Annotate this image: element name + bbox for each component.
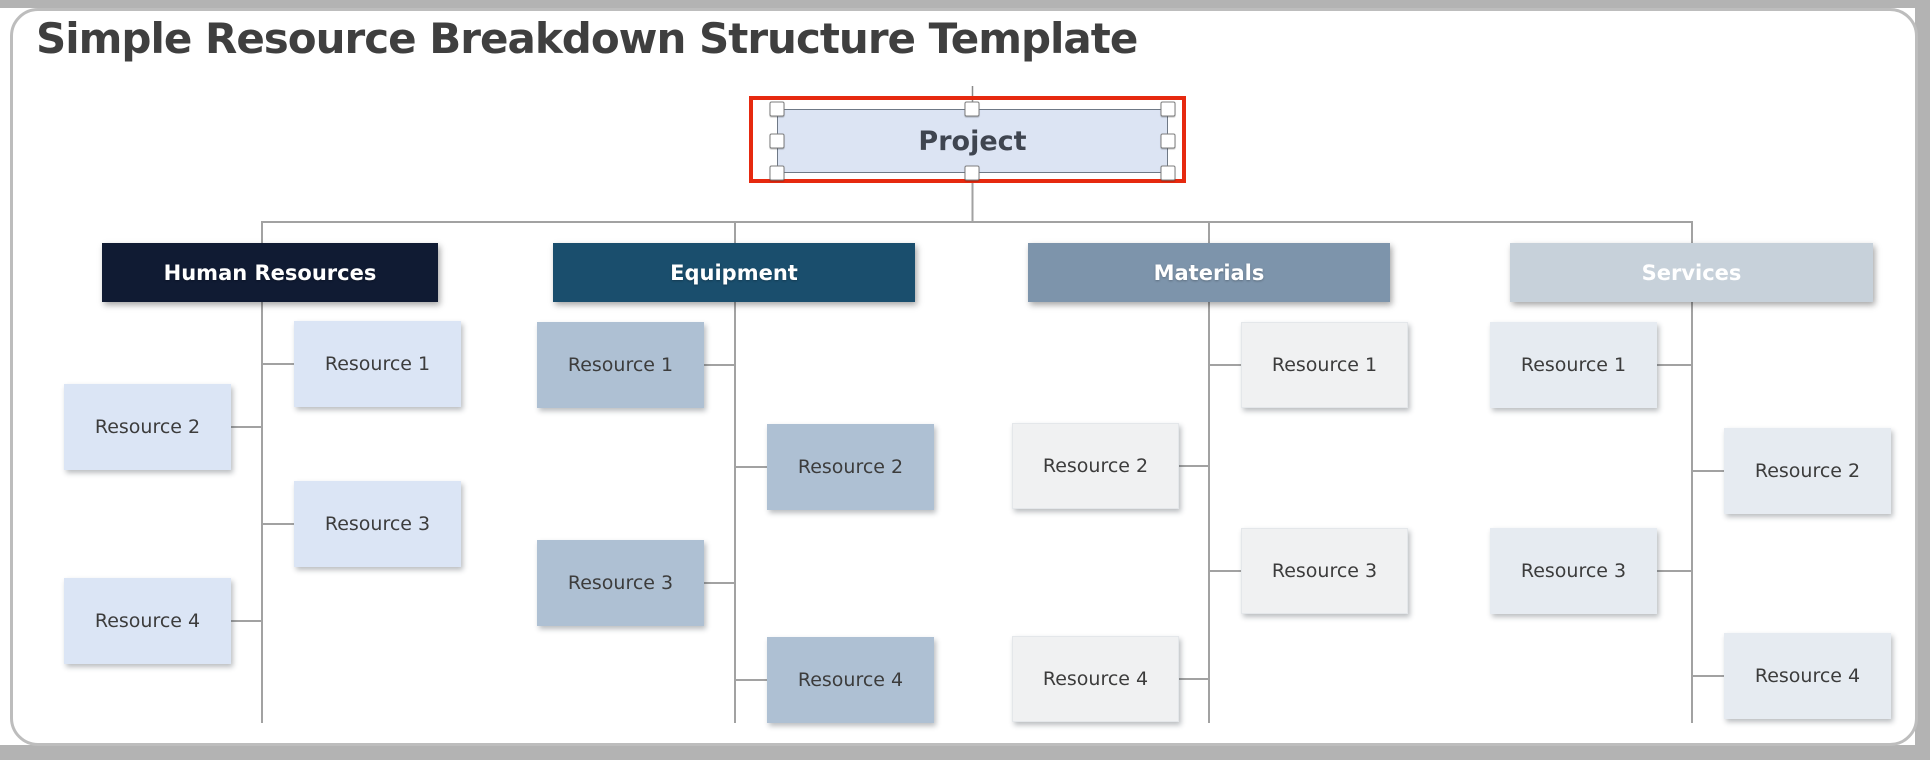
resource-node-services-2[interactable]: Resource 2 (1724, 428, 1891, 514)
category-label: Equipment (670, 260, 798, 285)
project-node[interactable]: Project (777, 109, 1168, 173)
resource-node-equipment-2[interactable]: Resource 2 (767, 424, 934, 510)
category-label: Human Resources (163, 260, 377, 285)
selection-handle-bottom-left[interactable] (769, 165, 785, 181)
selection-handle-bottom-center[interactable] (964, 165, 980, 181)
resource-node-services-4[interactable]: Resource 4 (1724, 633, 1891, 719)
selection-handle-middle-right[interactable] (1160, 133, 1176, 149)
resource-node-human-resources-2[interactable]: Resource 2 (64, 384, 231, 470)
resource-node-equipment-4[interactable]: Resource 4 (767, 637, 934, 723)
canvas-edge-bottom (0, 745, 1930, 760)
resource-node-services-1[interactable]: Resource 1 (1490, 322, 1657, 408)
resource-node-materials-3[interactable]: Resource 3 (1241, 528, 1408, 614)
selection-handle-top-left[interactable] (769, 101, 785, 117)
canvas-edge-right (1915, 0, 1930, 760)
selection-handle-top-right[interactable] (1160, 101, 1176, 117)
category-header-materials[interactable]: Materials (1028, 243, 1390, 302)
resource-node-human-resources-4[interactable]: Resource 4 (64, 578, 231, 664)
page-title: Simple Resource Breakdown Structure Temp… (36, 14, 1138, 63)
resource-node-human-resources-1[interactable]: Resource 1 (294, 321, 461, 407)
category-label: Materials (1153, 260, 1265, 285)
resource-node-materials-1[interactable]: Resource 1 (1241, 322, 1408, 408)
project-label: Project (918, 125, 1027, 157)
resource-node-services-3[interactable]: Resource 3 (1490, 528, 1657, 614)
canvas-edge-top (0, 0, 1930, 8)
selection-handle-top-center[interactable] (964, 101, 980, 117)
resource-node-human-resources-3[interactable]: Resource 3 (294, 481, 461, 567)
resource-node-equipment-3[interactable]: Resource 3 (537, 540, 704, 626)
resource-node-equipment-1[interactable]: Resource 1 (537, 322, 704, 408)
category-header-human-resources[interactable]: Human Resources (102, 243, 438, 302)
selection-handle-bottom-right[interactable] (1160, 165, 1176, 181)
category-label: Services (1641, 260, 1742, 285)
category-header-services[interactable]: Services (1510, 243, 1873, 302)
resource-node-materials-4[interactable]: Resource 4 (1012, 636, 1179, 722)
selection-outline[interactable] (749, 96, 1186, 183)
selection-handle-middle-left[interactable] (769, 133, 785, 149)
category-header-equipment[interactable]: Equipment (553, 243, 915, 302)
resource-node-materials-2[interactable]: Resource 2 (1012, 423, 1179, 509)
